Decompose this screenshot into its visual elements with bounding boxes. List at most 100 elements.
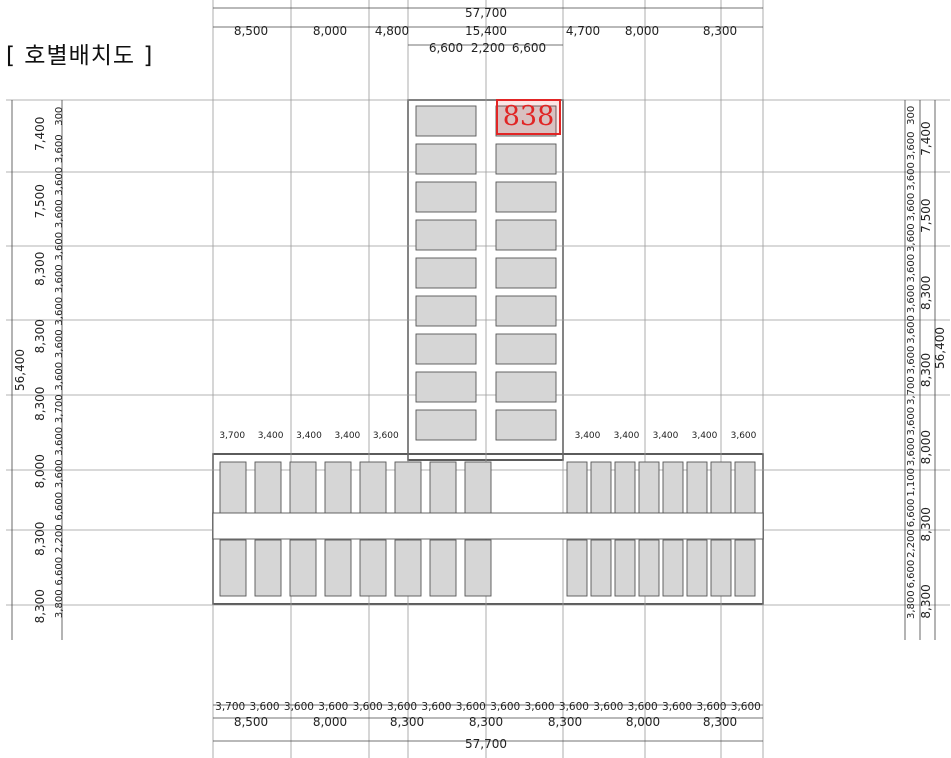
dim-bottom-1-label: 3,600	[456, 701, 486, 713]
dim-top-6: 8,000	[625, 24, 659, 38]
room-unit	[429, 539, 457, 597]
room-unit	[324, 539, 352, 597]
dim-bottom-2-4: 8,300	[469, 715, 503, 729]
dim-top-3: 4,800	[375, 24, 409, 38]
dim-wing-label: 3,400	[258, 431, 284, 441]
dim-top-row2-1: 6,600	[429, 41, 463, 55]
room-unit	[415, 219, 477, 251]
room-unit	[734, 461, 756, 515]
dim-bottom-2-2: 8,000	[313, 715, 347, 729]
dim-side-label: 3,600	[54, 362, 65, 391]
dim-side-label: 3,600	[906, 193, 917, 222]
dim-bottom-1-label: 3,600	[421, 701, 451, 713]
dim-side-label: 6,600	[54, 492, 65, 521]
dim-wing-label: 3,400	[575, 431, 601, 441]
dim-bottom-1-label: 3,600	[318, 701, 348, 713]
room-unit	[415, 105, 477, 137]
dim-wing-label: 3,400	[614, 431, 640, 441]
room-unit	[415, 409, 477, 441]
dim-top-5: 4,700	[566, 24, 600, 38]
room-unit	[415, 143, 477, 175]
room-unit	[254, 461, 282, 515]
dim-right-inner: 3003,6003,6003,6003,6003,6003,6003,6003,…	[906, 106, 917, 619]
dim-side-label: 3,600	[906, 223, 917, 252]
dim-right-total: 56,400	[933, 327, 947, 369]
room-units	[212, 105, 764, 597]
room-unit	[495, 333, 557, 365]
room-unit	[662, 461, 684, 515]
dim-bottom-2-3: 8,300	[390, 715, 424, 729]
room-unit	[686, 539, 708, 597]
room-unit	[614, 539, 636, 597]
dim-side-label: 3,600	[906, 407, 917, 436]
dim-side-label: 8,300	[33, 252, 47, 286]
dim-wing-label: 3,400	[296, 431, 322, 441]
dim-top-total: 57,700	[465, 6, 507, 20]
room-unit	[464, 461, 492, 515]
room-unit	[359, 539, 387, 597]
grid-lines	[6, 0, 950, 758]
room-unit	[415, 371, 477, 403]
dim-side-label: 3,600	[54, 297, 65, 326]
room-unit	[254, 539, 282, 597]
dim-bottom-1-label: 3,600	[490, 701, 520, 713]
dim-bottom-2-6: 8,000	[626, 715, 660, 729]
dim-side-label: 8,000	[33, 454, 47, 488]
room-unit	[566, 461, 588, 515]
page-title: [ 호별배치도 ]	[6, 43, 154, 69]
dim-side-label: 3,600	[906, 315, 917, 344]
room-unit	[394, 461, 422, 515]
room-unit	[415, 181, 477, 213]
dim-bottom-1-label: 3,600	[284, 701, 314, 713]
room-unit	[415, 333, 477, 365]
dim-bottom-1-label: 3,600	[525, 701, 555, 713]
dim-side-label: 3,800	[54, 589, 65, 618]
dim-bottom-1-label: 3,600	[593, 701, 623, 713]
dim-side-label: 6,600	[54, 557, 65, 586]
dim-bottom-2-7: 8,300	[703, 715, 737, 729]
dim-side-label: 8,300	[33, 522, 47, 556]
dim-side-label: 300	[54, 107, 65, 126]
dim-side-label: 3,600	[54, 329, 65, 358]
dim-side-label: 6,600	[906, 560, 917, 589]
room-unit	[289, 539, 317, 597]
dim-bottom-1-label: 3,600	[387, 701, 417, 713]
dim-wing-label: 3,700	[219, 431, 245, 441]
dim-side-label: 8,300	[919, 353, 933, 387]
corridor	[212, 512, 764, 540]
dim-bottom-2-1: 8,500	[234, 715, 268, 729]
dim-side-label: 8,300	[919, 276, 933, 310]
room-unit	[324, 461, 352, 515]
dim-side-label: 8,300	[33, 319, 47, 353]
dim-side-label: 3,600	[906, 285, 917, 314]
room-unit	[495, 409, 557, 441]
room-unit	[495, 371, 557, 403]
dim-side-label: 3,600	[54, 167, 65, 196]
dim-side-label: 8,300	[33, 589, 47, 623]
room-unit	[614, 461, 636, 515]
dim-side-label: 3,800	[906, 590, 917, 619]
dim-side-label: 8,300	[919, 584, 933, 618]
dim-side-label: 3,600	[54, 134, 65, 163]
room-unit	[686, 461, 708, 515]
room-unit	[394, 539, 422, 597]
room-unit	[590, 539, 612, 597]
dim-side-label: 300	[906, 106, 917, 125]
room-unit	[415, 295, 477, 327]
dim-top-row2-2: 2,200	[471, 41, 505, 55]
room-unit	[415, 257, 477, 289]
room-unit	[638, 461, 660, 515]
dim-side-label: 6,600	[906, 499, 917, 528]
room-unit	[495, 181, 557, 213]
room-unit	[710, 461, 732, 515]
dim-side-label: 7,400	[919, 121, 933, 155]
dim-wing-label: 3,600	[373, 431, 399, 441]
room-unit	[495, 257, 557, 289]
dim-left-total: 56,400	[13, 349, 27, 391]
room-unit	[495, 295, 557, 327]
room-unit	[638, 539, 660, 597]
dim-side-label: 3,600	[906, 132, 917, 161]
